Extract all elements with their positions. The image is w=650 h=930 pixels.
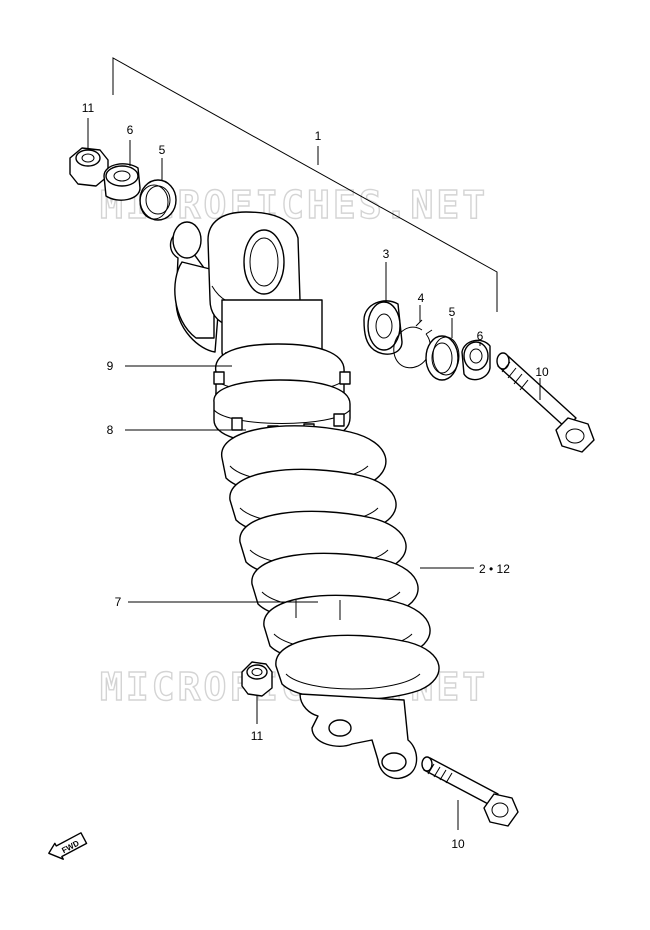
fwd-arrow-icon: FWD — [48, 832, 88, 860]
leader-lines — [87, 118, 541, 830]
callout-11-top: 11 — [82, 101, 95, 115]
callout-8: 8 — [107, 423, 114, 437]
oil-seal-part-5-right — [425, 335, 460, 381]
callout-9: 9 — [107, 359, 114, 373]
callout-6-top: 6 — [127, 123, 134, 137]
bolt-part-10-bottom — [421, 756, 519, 827]
callout-7: 7 — [115, 595, 122, 609]
callout-6-right: 6 — [477, 329, 484, 343]
callout-3: 3 — [383, 247, 390, 261]
bearing-part-3 — [363, 300, 403, 355]
callout-10-right: 10 — [535, 365, 549, 379]
flange-nut-part-11-top — [69, 147, 109, 187]
bolt-part-10-right — [496, 352, 595, 453]
callout-2-12: 2 • 12 — [479, 562, 510, 576]
oil-seal-part-5-top — [139, 179, 177, 221]
callout-1: 1 — [315, 129, 322, 143]
coil-spring — [221, 425, 440, 701]
collar-part-6-right — [461, 339, 491, 381]
collar-part-6-top — [103, 163, 141, 201]
callout-11-bottom: 11 — [251, 729, 264, 743]
shock-absorber-body — [169, 211, 440, 779]
flange-nut-part-11-bottom — [241, 661, 273, 697]
callout-4: 4 — [418, 291, 425, 305]
callout-5-top: 5 — [159, 143, 166, 157]
assembly-bracket-part-1 — [112, 57, 498, 312]
callout-5-right: 5 — [449, 305, 456, 319]
callout-10-bottom: 10 — [451, 837, 465, 851]
